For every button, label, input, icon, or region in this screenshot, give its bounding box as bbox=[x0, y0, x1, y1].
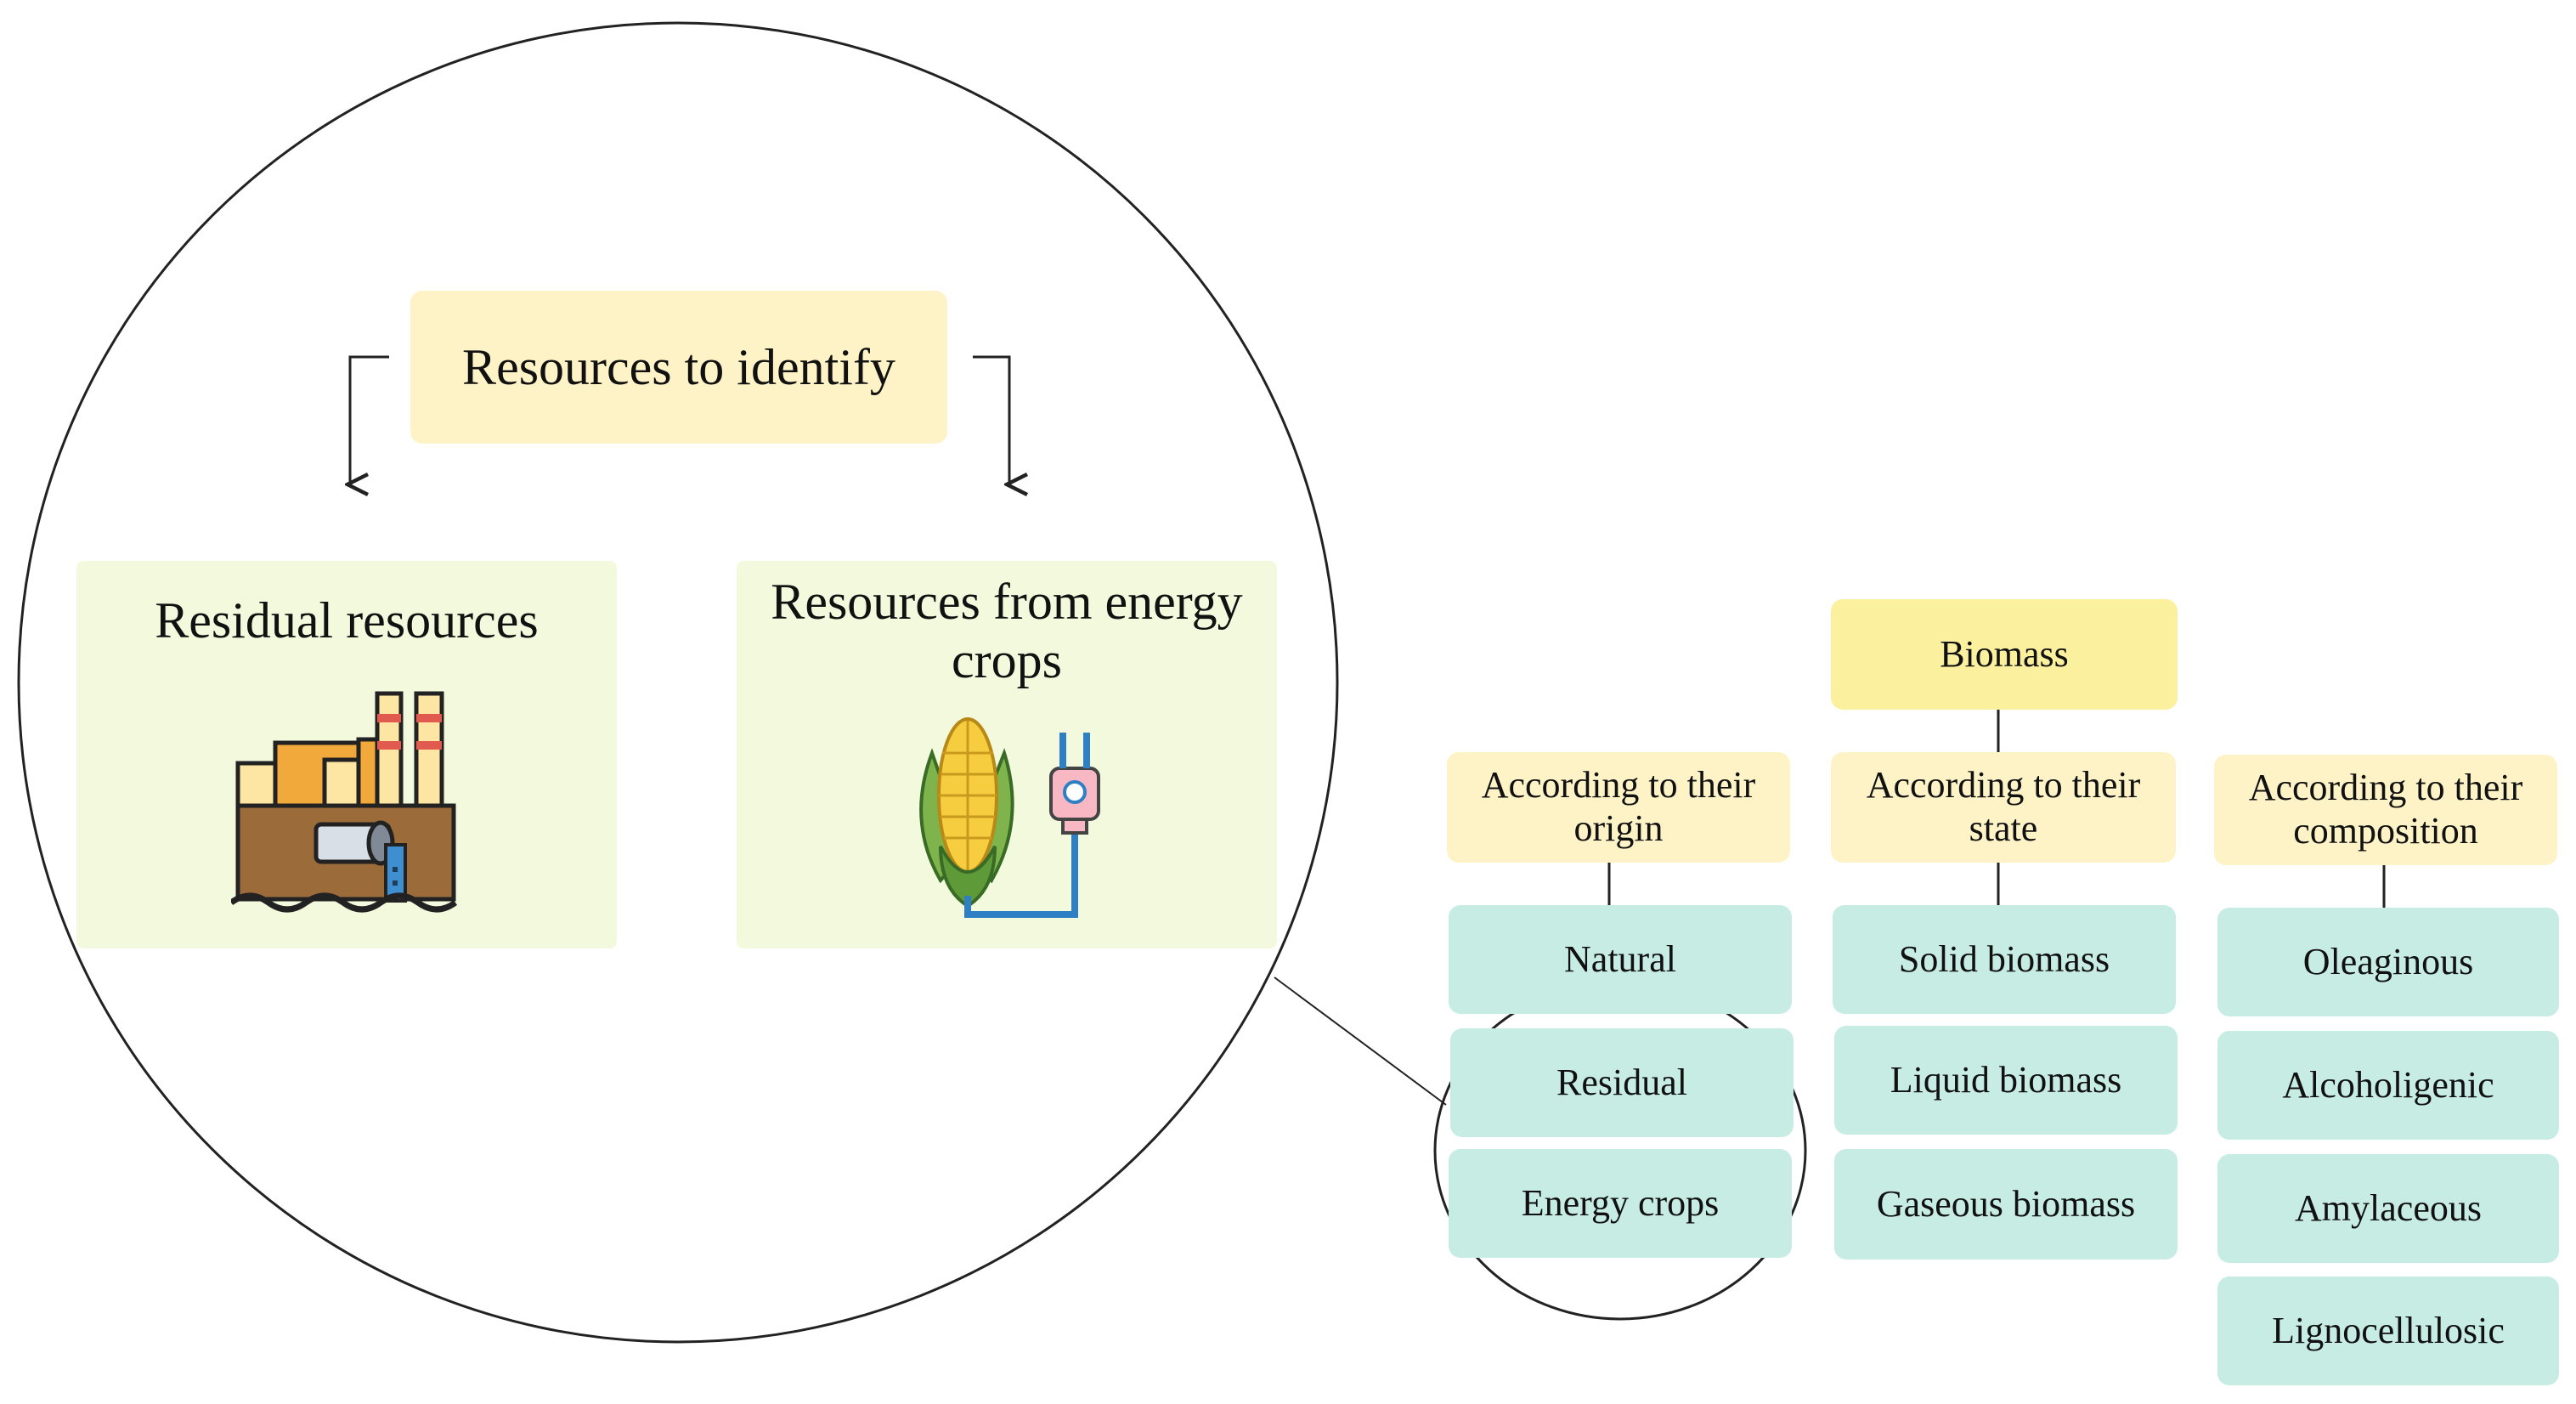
composition-header-box: According to their composition bbox=[2214, 755, 2557, 865]
energy-crops-card: Resources from energy crops bbox=[737, 561, 1277, 948]
residual-resources-card: Residual resources bbox=[76, 561, 617, 948]
state-item-solid: Solid biomass bbox=[1833, 905, 2176, 1014]
composition-item-alcoholigenic: Alcoholigenic bbox=[2217, 1031, 2559, 1140]
state-item-label: Solid biomass bbox=[1898, 937, 2110, 980]
state-item-label: Gaseous biomass bbox=[1876, 1182, 2136, 1225]
composition-item-lignocellulosic: Lignocellulosic bbox=[2217, 1277, 2559, 1385]
composition-item-label: Oleaginous bbox=[2302, 940, 2474, 982]
origin-header-label: According to their origin bbox=[1481, 764, 1756, 849]
origin-header-box: According to their origin bbox=[1447, 752, 1790, 863]
zoom-circle bbox=[17, 21, 1339, 1344]
composition-header-label: According to their composition bbox=[2248, 767, 2523, 852]
state-header-box: According to their state bbox=[1831, 752, 2176, 863]
composition-item-amylaceous: Amylaceous bbox=[2217, 1154, 2559, 1263]
residual-resources-title: Residual resources bbox=[155, 592, 539, 648]
origin-item-residual: Residual bbox=[1450, 1028, 1794, 1137]
zoom-leader-line bbox=[1274, 977, 1447, 1106]
factory-wastewater-icon bbox=[231, 691, 458, 913]
state-item-gaseous: Gaseous biomass bbox=[1834, 1149, 2178, 1260]
state-header-label: According to their state bbox=[1866, 764, 2141, 849]
composition-item-oleaginous: Oleaginous bbox=[2217, 908, 2559, 1016]
origin-item-label: Natural bbox=[1564, 937, 1676, 980]
origin-item-energy-crops: Energy crops bbox=[1449, 1149, 1792, 1258]
biomass-root-box: Biomass bbox=[1831, 599, 2178, 710]
composition-item-label: Lignocellulosic bbox=[2272, 1309, 2505, 1351]
state-item-label: Liquid biomass bbox=[1890, 1058, 2122, 1101]
origin-item-natural: Natural bbox=[1449, 905, 1792, 1014]
resources-header-box: Resources to identify bbox=[410, 291, 947, 444]
composition-item-label: Alcoholigenic bbox=[2282, 1063, 2494, 1106]
left-arrow bbox=[350, 355, 389, 484]
origin-item-label: Residual bbox=[1556, 1061, 1687, 1103]
right-arrow bbox=[973, 355, 1009, 484]
state-item-liquid: Liquid biomass bbox=[1834, 1026, 2178, 1135]
resources-header-label: Resources to identify bbox=[462, 338, 895, 395]
biomass-root-label: Biomass bbox=[1940, 632, 2069, 675]
origin-item-label: Energy crops bbox=[1521, 1181, 1720, 1224]
composition-item-label: Amylaceous bbox=[2295, 1186, 2482, 1229]
energy-crops-title: Resources from energy crops bbox=[771, 574, 1243, 688]
corn-plug-icon bbox=[919, 717, 1100, 918]
